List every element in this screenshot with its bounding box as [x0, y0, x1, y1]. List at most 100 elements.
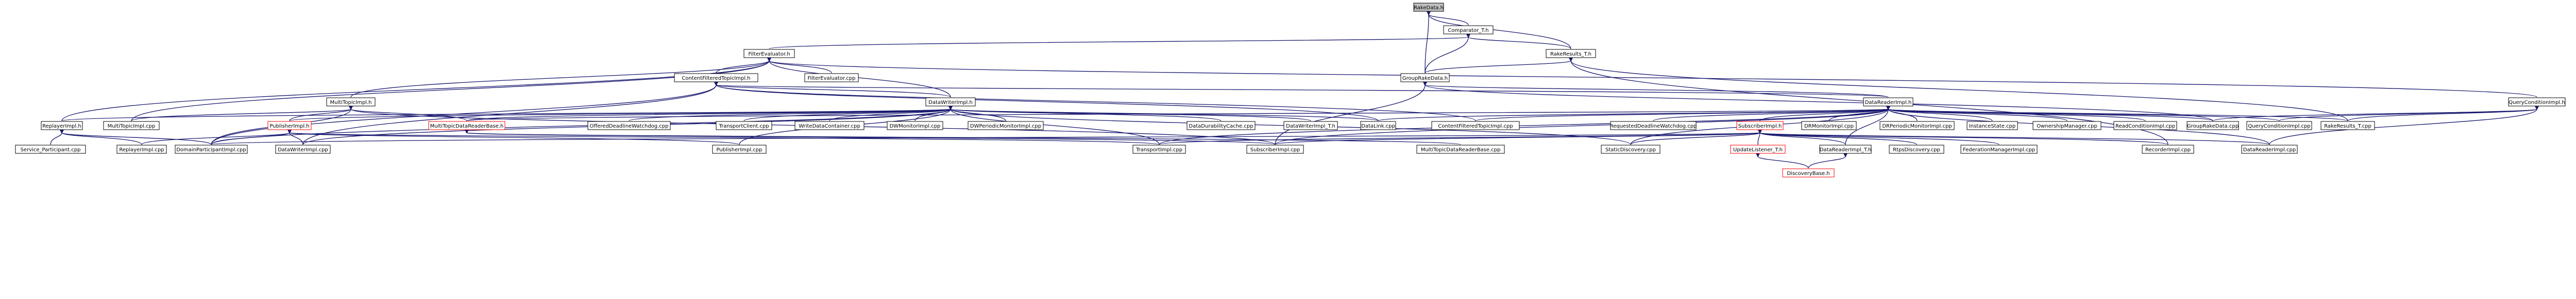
node-label: InstanceState.cpp [1969, 124, 2015, 129]
file-node-readcond-cpp[interactable]: ReadConditionImpl.cpp [2113, 121, 2177, 130]
file-node-subscriber-h[interactable]: SubscriberImpl.h [1736, 121, 1784, 130]
file-node-discovery-base[interactable]: DiscoveryBase.h [1782, 168, 1835, 178]
file-node-group-rake[interactable]: GroupRakeData.h [1400, 73, 1450, 82]
file-node-recorder-impl[interactable]: RecorderImpl.cpp [2142, 145, 2194, 154]
file-node-rtps-discovery[interactable]: RtpsDiscovery.cpp [1889, 145, 1944, 154]
file-node-dr-monitor[interactable]: DRMonitorImpl.cpp [1801, 121, 1857, 130]
file-node-rake-results-cpp[interactable]: RakeResults_T.cpp [2320, 121, 2375, 130]
node-box [1132, 145, 1186, 154]
node-label: DWPeriodicMonitorImpl.cpp [970, 124, 1041, 129]
file-node-querycond-h[interactable]: QueryConditionImpl.h [2508, 97, 2566, 107]
file-node-dw-monitor[interactable]: DWMonitorImpl.cpp [887, 121, 943, 130]
file-node-dw-periodic[interactable]: DWPeriodicMonitorImpl.cpp [968, 121, 1044, 130]
node-box [1889, 145, 1944, 154]
file-node-dw-impl-cpp[interactable]: DataWriterImpl.cpp [275, 145, 331, 154]
file-node-replayer-h[interactable]: ReplayerImpl.h [41, 121, 83, 130]
file-node-ownership-mgr[interactable]: OwnershipManager.cpp [2032, 121, 2102, 130]
file-node-service-participant[interactable]: Service_Participant.cpp [15, 145, 86, 154]
node-label: MultiTopicImpl.h [330, 100, 372, 105]
include-edge [211, 133, 290, 145]
file-node-dw-impl-t[interactable]: DataWriterImpl_T.h [1283, 121, 1338, 130]
include-edge [62, 133, 212, 145]
include-edge [1425, 61, 1571, 74]
include-edge [1468, 37, 1571, 49]
node-box [968, 121, 1044, 130]
node-box [1283, 121, 1338, 130]
include-edges [50, 14, 2537, 169]
node-box [116, 145, 167, 154]
file-node-replayer-cpp[interactable]: ReplayerImpl.cpp [116, 145, 167, 154]
include-edge [1760, 133, 1846, 145]
file-node-dr-impl-cpp[interactable]: DataReaderImpl.cpp [2241, 145, 2298, 154]
file-node-publisher-h[interactable]: PublisherImpl.h [267, 121, 312, 130]
include-edge [1630, 133, 1760, 145]
include-edge [1425, 14, 1429, 74]
file-node-group-rake-cpp[interactable]: GroupRakeData.cpp [2187, 121, 2239, 130]
include-edge [1653, 109, 1888, 121]
include-edge [289, 109, 351, 121]
file-node-requested-wd[interactable]: RequestedDeadlineWatchdog.cpp [1610, 121, 1697, 130]
node-label: Comparator_T.h [1448, 28, 1488, 33]
node-box [1246, 145, 1304, 154]
file-node-multitopic-h[interactable]: MultiTopicImpl.h [326, 97, 376, 107]
node-box [275, 145, 331, 154]
file-node-cft-h[interactable]: ContentFilteredTopicImpl.h [674, 73, 758, 82]
file-node-subscriber-cpp[interactable]: SubscriberImpl.cpp [1246, 145, 1304, 154]
include-edge [743, 109, 951, 121]
file-node-transport-impl[interactable]: TransportImpl.cpp [1132, 145, 1186, 154]
file-node-dr-h[interactable]: DataReaderImpl.h [1863, 97, 1913, 107]
file-node-rake-results-h[interactable]: RakeResults_T.h [1546, 49, 1596, 58]
node-box [887, 121, 943, 130]
file-node-offered-wd[interactable]: OfferedDeadlineWatchdog.cpp [587, 121, 671, 130]
include-edge [61, 109, 951, 121]
file-node-comparator[interactable]: Comparator_T.h [1443, 25, 1494, 34]
include-edge [1760, 133, 1999, 145]
include-edge [2269, 109, 2537, 145]
file-node-mt-drbase-cpp[interactable]: MultiTopicDataReaderBase.cpp [1416, 145, 1505, 154]
node-label: ReplayerImpl.cpp [119, 147, 164, 153]
node-box [2320, 121, 2375, 130]
file-node-rake-data[interactable]: RakeData.h [1413, 3, 1444, 12]
file-node-domain-participant[interactable]: DomainParticipantImpl.cpp [175, 145, 248, 154]
file-node-dr-impl-t[interactable]: DataReaderImpl_T.h [1819, 145, 1872, 154]
node-box [1601, 145, 1660, 154]
node-label: PublisherImpl.h [269, 124, 309, 129]
node-label: FilterEvaluator.cpp [808, 76, 856, 81]
file-node-mt-drbase-h[interactable]: MultiTopicDataReaderBase.h [428, 121, 505, 130]
node-label: DataWriterImpl.cpp [278, 147, 328, 153]
file-node-dr-periodic[interactable]: DRPeriodicMonitorImpl.cpp [1879, 121, 1955, 130]
file-node-cft-cpp[interactable]: ContentFilteredTopicImpl.cpp [1431, 121, 1520, 130]
node-label: MultiTopicImpl.cpp [108, 124, 156, 129]
file-node-datalink[interactable]: DataLink.cpp [1360, 121, 1396, 130]
node-label: RequestedDeadlineWatchdog.cpp [1610, 124, 1697, 129]
file-node-update-listener[interactable]: UpdateListener_T.h [1730, 145, 1786, 154]
include-edge [716, 61, 769, 74]
file-node-filter-eval-h[interactable]: FilterEvaluator.h [743, 49, 795, 58]
file-node-instance-state[interactable]: InstanceState.cpp [1967, 121, 2018, 130]
file-node-data-durability[interactable]: DataDurabilityCache.cpp [1187, 121, 1256, 130]
file-node-publisher-cpp[interactable]: PublisherImpl.cpp [712, 145, 767, 154]
file-node-multitopic-cpp[interactable]: MultiTopicImpl.cpp [103, 121, 160, 130]
file-node-write-data-container[interactable]: WriteDataContainer.cpp [794, 121, 865, 130]
node-label: ContentFilteredTopicImpl.cpp [1438, 124, 1513, 129]
node-label: OwnershipManager.cpp [2037, 124, 2097, 129]
node-box [2241, 145, 2298, 154]
node-label: OfferedDeadlineWatchdog.cpp [590, 124, 669, 129]
include-edge [1429, 14, 1571, 49]
file-node-querycond-cpp[interactable]: QueryConditionImpl.cpp [2246, 121, 2312, 130]
file-node-transport-client[interactable]: TransportClient.cpp [716, 121, 772, 130]
include-edge [1425, 37, 1468, 74]
node-box [1610, 121, 1697, 130]
include-edge [467, 133, 1461, 145]
include-edge [290, 133, 303, 145]
file-node-dw-h[interactable]: DataWriterImpl.h [925, 97, 976, 107]
node-label: RtpsDiscovery.cpp [1893, 147, 1940, 153]
include-edge [131, 109, 351, 121]
node-box [2508, 97, 2566, 107]
file-node-federation-mgr[interactable]: FederationManagerImpl.cpp [1960, 145, 2038, 154]
include-edge [769, 37, 1468, 49]
file-node-filter-eval-cpp[interactable]: FilterEvaluator.cpp [804, 73, 859, 82]
file-node-static-discovery[interactable]: StaticDiscovery.cpp [1601, 145, 1660, 154]
node-box [41, 121, 83, 130]
